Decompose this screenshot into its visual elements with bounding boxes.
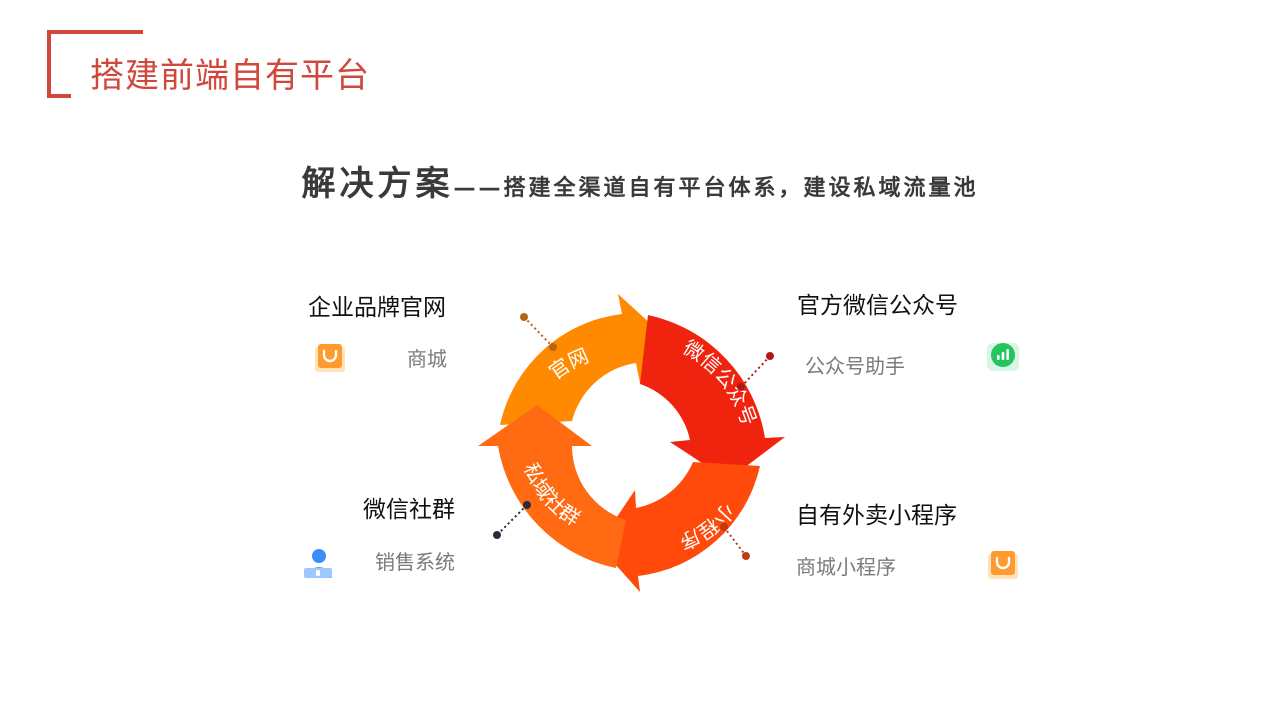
node-title-wechat-group: 微信社群: [363, 497, 455, 523]
cycle-segment-website: [500, 294, 663, 425]
subtitle-rest: ——搭建全渠道自有平台体系，建设私域流量池: [453, 176, 979, 201]
node-title-brand-website: 企业品牌官网: [308, 295, 446, 321]
connector-top-left: [520, 313, 557, 351]
solution-subtitle: 解决方案——搭建全渠道自有平台体系，建设私域流量池: [0, 160, 1280, 214]
node-title-delivery-mini-program: 自有外卖小程序: [796, 503, 957, 529]
cycle-segment-wechat-official: [640, 315, 785, 480]
subtitle-lead: 解决方案: [301, 164, 454, 204]
connector-bottom-left: [493, 501, 531, 539]
connector-bottom-right: [720, 523, 750, 560]
cycle-segment-mini-program: [598, 462, 760, 592]
page-title: 搭建前端自有平台: [90, 56, 370, 96]
user-icon: [304, 549, 332, 578]
chat-icon: [987, 343, 1019, 371]
connector-top-right: [737, 352, 774, 391]
shopping-bag-icon: [988, 551, 1018, 579]
node-sub-sales-system: 销售系统: [375, 550, 455, 574]
title-bracket-decoration: [47, 30, 143, 98]
shopping-bag-icon: [315, 344, 345, 372]
node-sub-mall: 商城: [407, 347, 447, 371]
cycle-segment-private-community: [478, 405, 626, 568]
node-sub-official-assistant: 公众号助手: [805, 354, 905, 378]
node-title-wechat-official: 官方微信公众号: [797, 293, 958, 319]
node-sub-mall-mini-program: 商城小程序: [796, 555, 896, 579]
